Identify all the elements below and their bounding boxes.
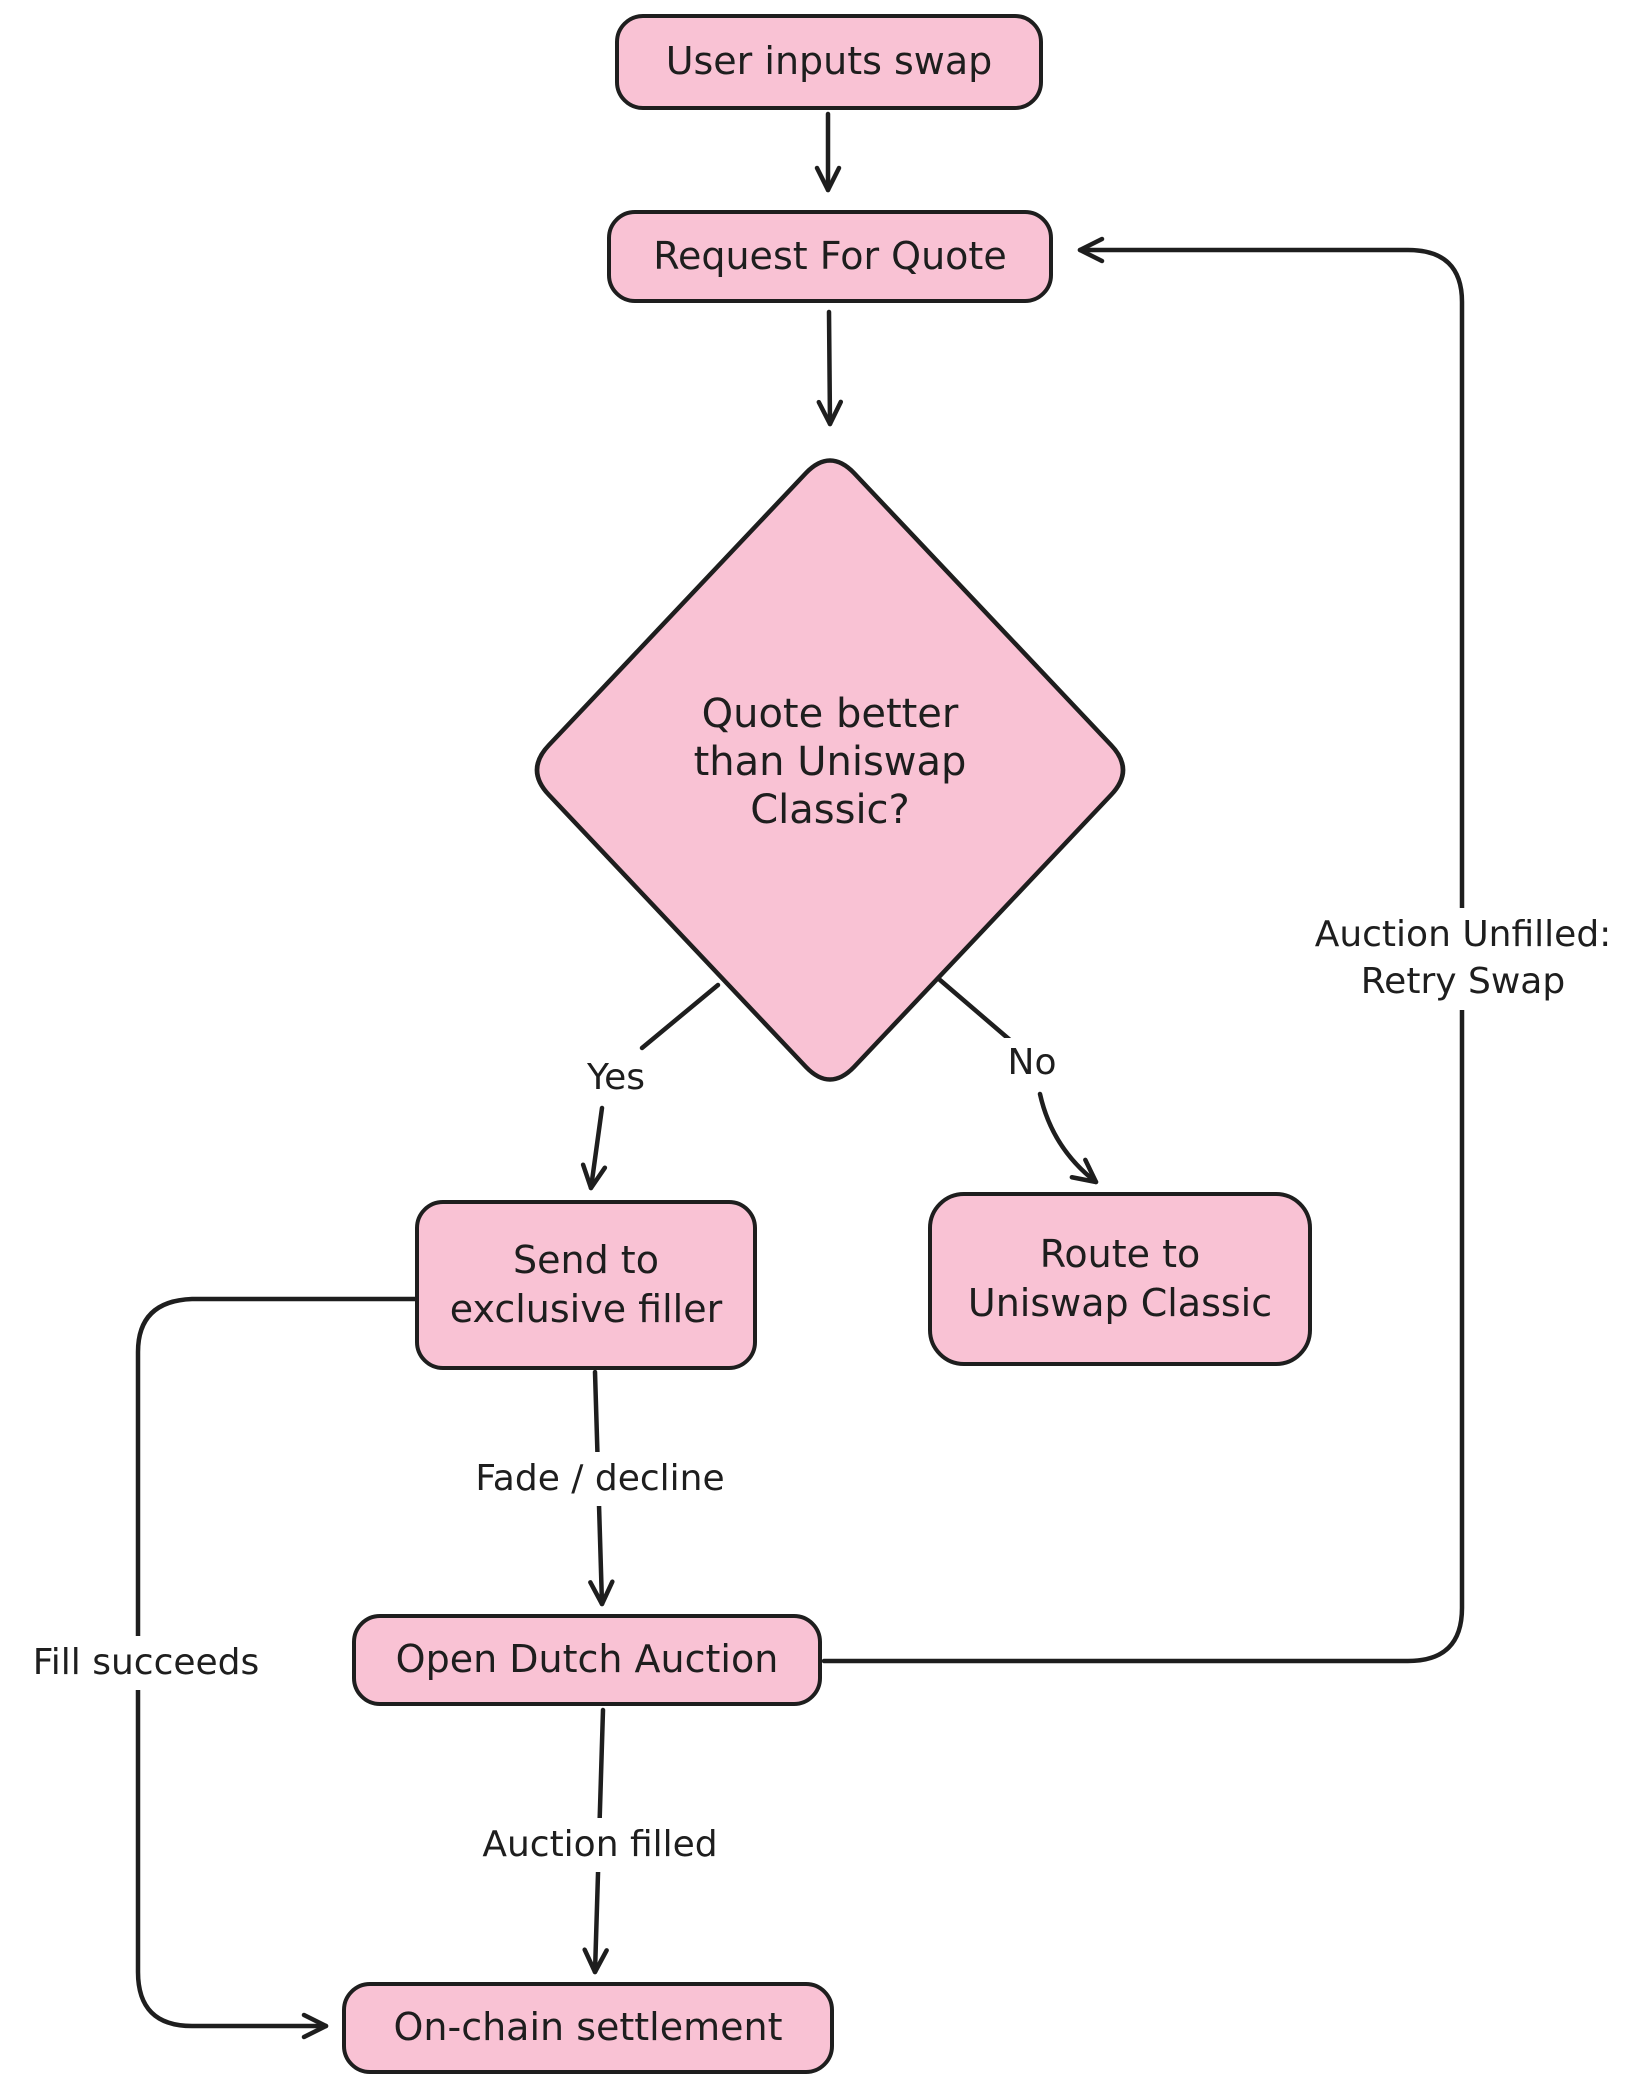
edge-label-auction-filled: Auction filled: [455, 1818, 745, 1872]
edge-label-fill-succeeds: Fill succeeds: [15, 1636, 277, 1690]
node-request-for-quote: Request For Quote: [607, 210, 1053, 303]
edge-no-to-classic: [1037, 1091, 1099, 1185]
edge-label-auction-unfilled-retry-swap: Auction Unfilled: Retry Swap: [1298, 908, 1628, 1010]
node-send-to-exclusive-filler: Send to exclusive filler: [415, 1200, 757, 1370]
edge-label-yes: Yes: [560, 1052, 672, 1104]
node-user-inputs-swap: User inputs swap: [615, 14, 1043, 110]
edge-decision-yes-segment: [639, 982, 721, 1051]
edge-rfq-to-decision: [816, 309, 844, 427]
edge-decision-no-segment: [937, 977, 1013, 1043]
node-on-chain-settlement: On-chain settlement: [342, 1982, 834, 2074]
decision-diamond-shape: [534, 458, 1126, 1082]
node-open-dutch-auction: Open Dutch Auction: [352, 1614, 822, 1706]
edge-yes-to-filler: [580, 1105, 608, 1191]
edge-label-fade-decline: Fade / decline: [450, 1452, 750, 1506]
node-quote-better-decision-label: Quote better than Uniswap Classic?: [693, 691, 967, 833]
edge-label-no: No: [985, 1038, 1079, 1088]
node-route-to-uniswap-classic: Route to Uniswap Classic: [928, 1192, 1312, 1366]
